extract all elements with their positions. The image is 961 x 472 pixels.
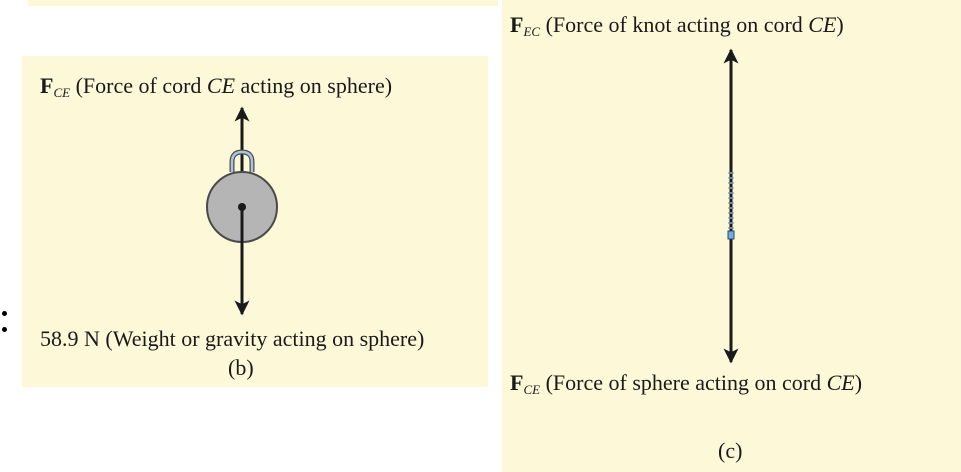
label-italic-text: CE (206, 73, 236, 98)
force-subscript: CE (53, 85, 71, 100)
label-italic-text: CE (808, 12, 837, 37)
label-text: acting on sphere) (235, 73, 393, 98)
force-symbol: F (510, 12, 524, 37)
panel-c-free-body (723, 48, 739, 364)
panel-b-bottom-force-label: 58.9 N (Weight or gravity acting on sphe… (40, 326, 425, 351)
label-text: ) (854, 370, 863, 395)
label-text: (Force of knot acting on cord (540, 12, 809, 37)
bullet-dot (2, 311, 7, 316)
label-text: (Force of cord (70, 73, 207, 98)
force-subscript: EC (523, 24, 541, 39)
force-symbol: F (40, 73, 54, 98)
panel-c-bottom-force-label: FCE (Force of sphere acting on cord CE) (510, 370, 863, 397)
label-italic-text: CE (826, 370, 855, 395)
panel-top-strip (28, 0, 498, 6)
panel-b-top-force-label: FCE (Force of cord CE acting on sphere) (40, 73, 393, 100)
panel-b-caption: (b) (228, 355, 254, 380)
panel-b-free-body (206, 106, 278, 316)
panel-c-caption: (c) (718, 438, 743, 463)
hook-icon-highlight (230, 150, 254, 172)
panel-c-top-force-label: FEC (Force of knot acting on cord CE) (510, 12, 844, 39)
label-text: ) (836, 12, 844, 37)
bullet-dot (2, 327, 7, 332)
force-symbol: F (510, 370, 524, 395)
cord-end-marker (727, 230, 735, 240)
label-text: (Force of sphere acting on cord (540, 370, 827, 395)
force-subscript: CE (523, 382, 541, 397)
